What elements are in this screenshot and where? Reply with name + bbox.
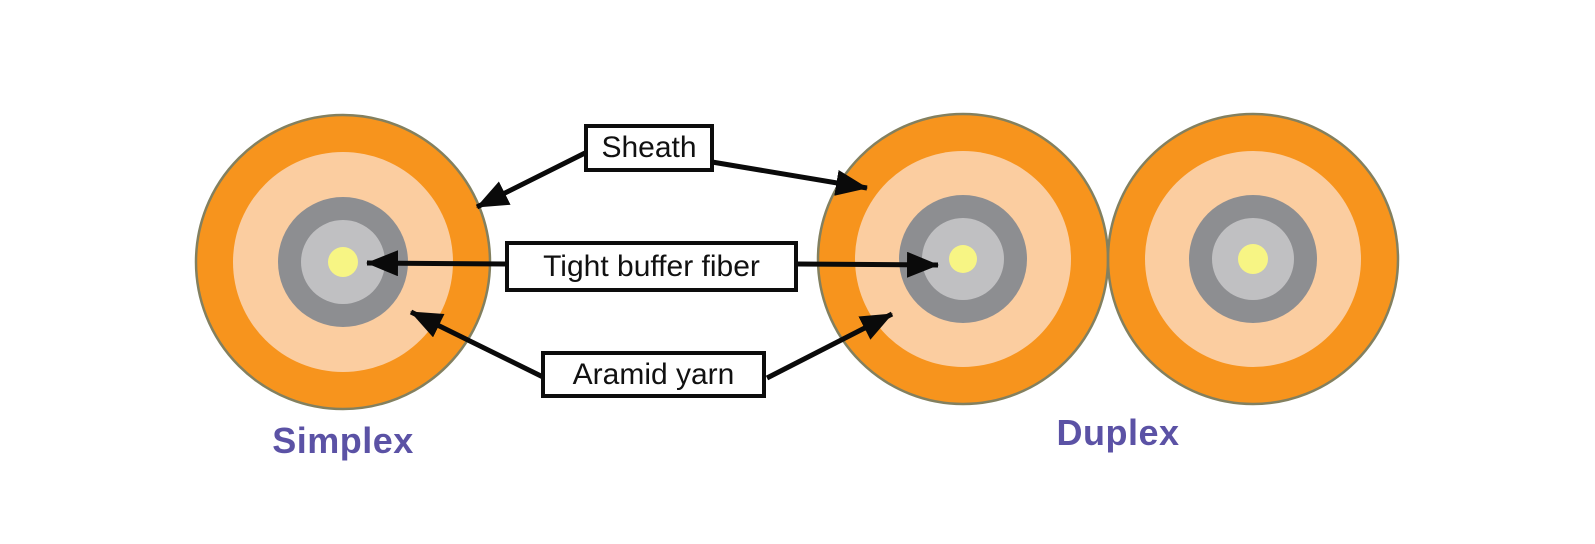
duplex-cable xyxy=(816,112,1400,406)
sheath-label-box: Sheath xyxy=(584,124,714,172)
duplex-right-fiber-core xyxy=(1238,244,1268,274)
duplex-caption: Duplex xyxy=(1056,412,1180,453)
duplex-right-outline xyxy=(1106,112,1400,406)
sheath-arrow-right xyxy=(711,159,868,196)
tight-buffer-arrow-left xyxy=(366,250,506,277)
duplex-left-inner-rings xyxy=(855,151,1071,367)
aramid-yarn-label: Aramid yarn xyxy=(572,357,735,391)
duplex-right-inner-rings xyxy=(1145,151,1361,367)
sheath-arrow-left xyxy=(475,150,587,210)
aramid-arrow-left xyxy=(409,309,545,380)
tight-buffer-label-box: Tight buffer fiber xyxy=(505,241,798,292)
duplex-left-fiber-core xyxy=(949,245,977,273)
callout-arrows xyxy=(366,150,939,381)
simplex-caption: Simplex xyxy=(272,420,414,461)
tight-buffer-arrow-right xyxy=(797,251,939,278)
tight-buffer-label: Tight buffer fiber xyxy=(543,249,760,283)
simplex-fiber-core xyxy=(328,247,358,277)
aramid-yarn-label-box: Aramid yarn xyxy=(541,351,766,398)
aramid-arrow-right xyxy=(765,311,894,381)
simplex-cable xyxy=(194,113,492,411)
sheath-label: Sheath xyxy=(601,131,697,164)
